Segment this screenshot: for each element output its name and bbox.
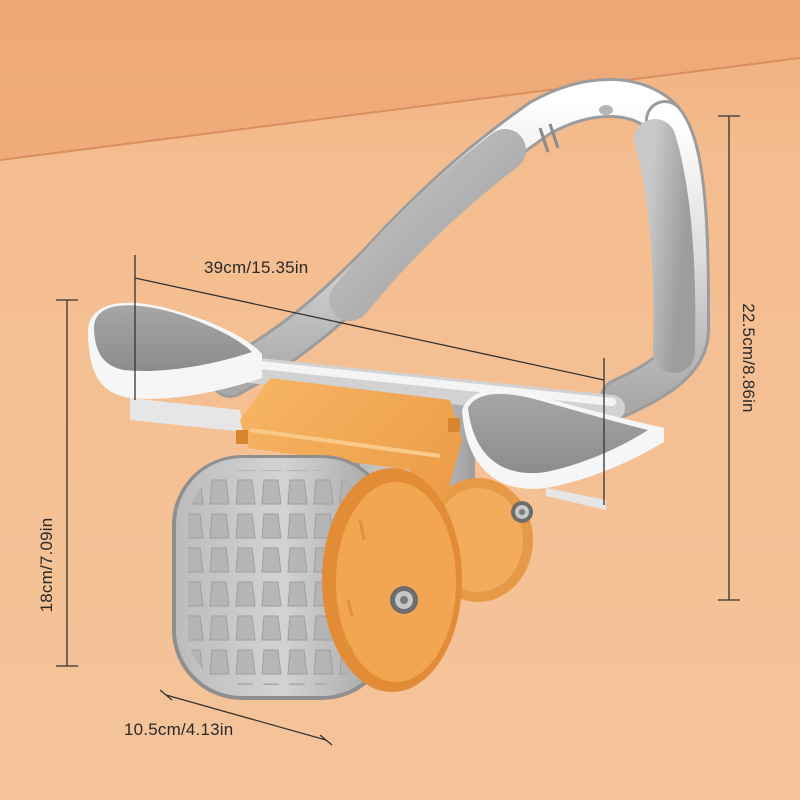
wheel-height-dimension-label: 18cm/7.09in	[37, 517, 56, 613]
width-dimension-line	[134, 277, 605, 381]
width-dimension-label: 39cm/15.35in	[204, 258, 309, 277]
wheel-width-left-tick	[159, 689, 173, 701]
front-wheel	[172, 455, 462, 700]
wall	[0, 0, 800, 160]
foam-grips	[329, 105, 696, 373]
dimension-lines	[56, 115, 740, 746]
wheel-width-dimension-label: 10.5cm/4.13in	[124, 720, 234, 739]
left-elbow-pad	[88, 302, 262, 432]
right-elbow-pad	[462, 389, 664, 510]
axle-bolts	[390, 501, 533, 614]
wall-floor-edge	[0, 57, 800, 161]
wheel-width-right-tick	[319, 734, 333, 746]
total-height-dimension-label: 22.5cm/8.86in	[739, 303, 758, 413]
wheel-width-line	[165, 694, 327, 741]
